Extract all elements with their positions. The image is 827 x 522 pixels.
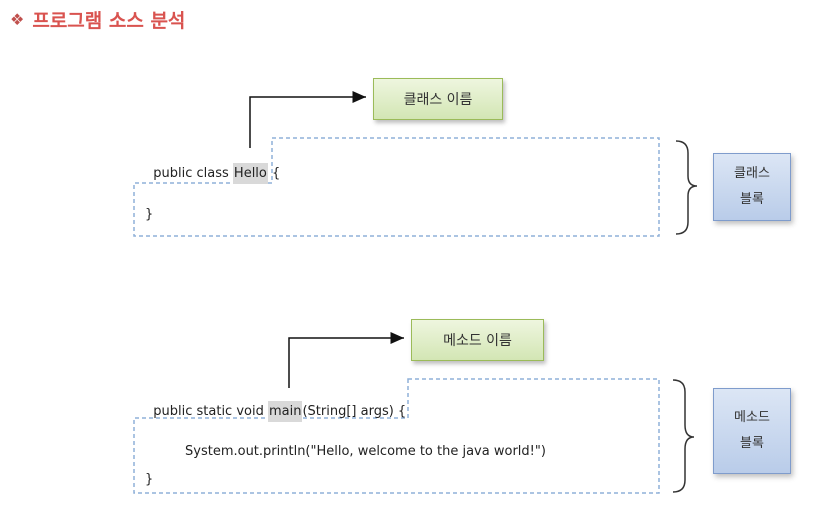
method-name-label: 메소드 이름 <box>443 333 512 349</box>
class-name-label: 클래스 이름 <box>403 92 473 108</box>
class-block-label-line1: 클래스 <box>734 166 770 181</box>
method-decl-prefix: public static void <box>153 404 268 419</box>
class-name-highlight: Hello <box>232 163 268 184</box>
class-decl-suffix: { <box>267 166 281 181</box>
method-name-label-box: 메소드 이름 <box>411 319 544 361</box>
method-block-brace <box>672 379 695 493</box>
class-name-arrow <box>249 91 366 148</box>
method-name-arrow <box>288 332 404 388</box>
class-block-label-line2: 블록 <box>740 192 764 207</box>
method-block-label-box: 메소드 블록 <box>713 388 791 474</box>
title-text: 프로그램 소스 분석 <box>32 10 186 32</box>
method-block-label-line2: 블록 <box>740 436 764 451</box>
method-declaration: public static void main(String[] args) { <box>145 389 407 422</box>
title-bullet-icon: ❖ <box>10 10 25 29</box>
class-block-outline <box>133 137 660 237</box>
class-decl-prefix: public class <box>153 166 233 181</box>
method-name-highlight: main <box>267 401 303 422</box>
method-body-statement: System.out.println("Hello, welcome to th… <box>185 444 546 459</box>
method-closing-brace: } <box>145 472 154 487</box>
class-name-label-box: 클래스 이름 <box>373 78 503 120</box>
class-closing-brace: } <box>145 207 154 222</box>
method-decl-suffix: (String[] args) { <box>302 404 407 419</box>
method-block-outline <box>133 378 660 494</box>
page-title: ❖ 프로그램 소스 분석 <box>10 6 185 33</box>
class-declaration: public class Hello { <box>145 151 281 184</box>
class-block-brace <box>675 140 698 235</box>
class-block-label-box: 클래스 블록 <box>713 153 791 221</box>
method-block-label-line1: 메소드 <box>734 410 770 425</box>
